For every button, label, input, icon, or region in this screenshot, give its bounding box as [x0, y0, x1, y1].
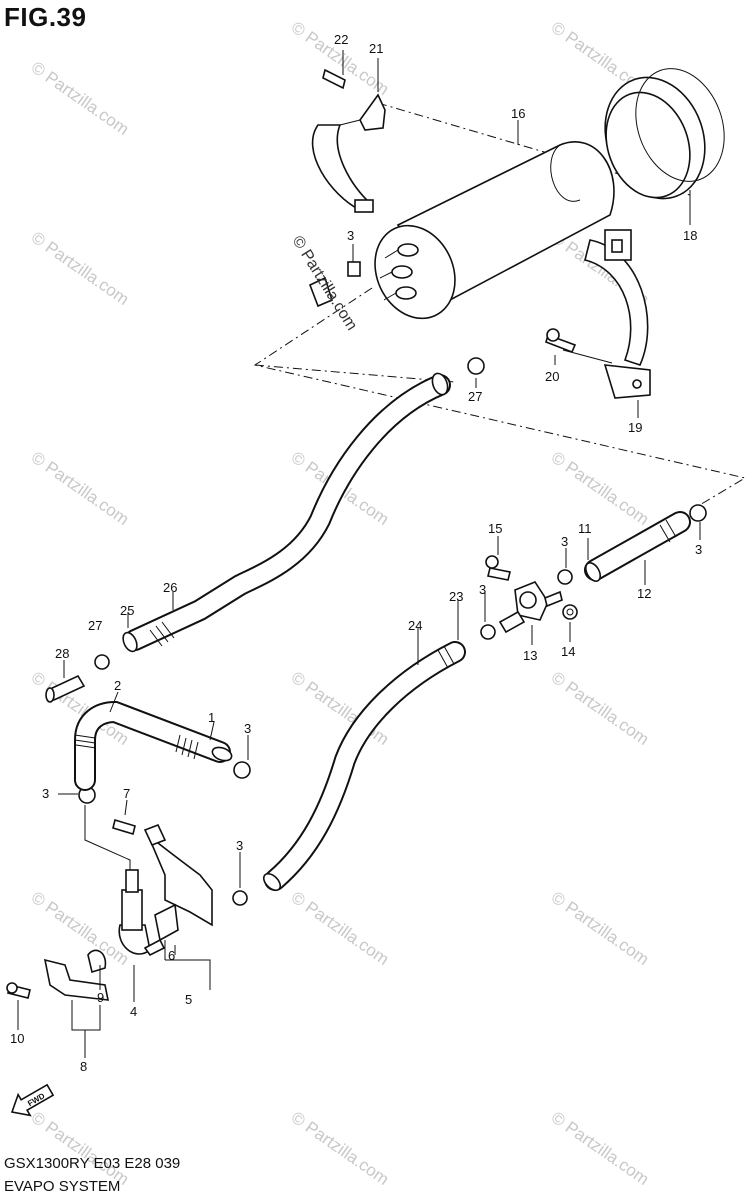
- fitting-28: [45, 674, 86, 703]
- valve-assembly: [112, 818, 213, 957]
- callout-24: 24: [408, 618, 422, 633]
- callout-14: 14: [561, 644, 575, 659]
- watermark: © Partzilla.com: [548, 668, 653, 749]
- callout-15: 15: [488, 521, 502, 536]
- callout-18: 18: [683, 228, 697, 243]
- callout-3: 3: [42, 786, 49, 801]
- hose-12: [584, 504, 707, 582]
- callout-9: 9: [97, 990, 104, 1005]
- system-name: EVAPO SYSTEM: [4, 1178, 121, 1195]
- callout-20: 20: [545, 369, 559, 384]
- callout-28: 28: [55, 646, 69, 661]
- callout-25: 25: [120, 603, 134, 618]
- callout-3: 3: [695, 542, 702, 557]
- callout-11: 11: [578, 521, 592, 536]
- callout-13: 13: [523, 648, 537, 663]
- valve-13: [485, 555, 578, 634]
- callout-19: 19: [628, 420, 642, 435]
- leader-lines: [17, 50, 701, 1058]
- canister: [374, 141, 615, 320]
- watermark: © Partzilla.com: [28, 228, 133, 309]
- callout-2: 2: [114, 678, 121, 693]
- callout-21: 21: [369, 41, 383, 56]
- inline-watermark: © Partzilla.com: [289, 233, 361, 333]
- callout-5: 5: [185, 992, 192, 1007]
- watermark: © Partzilla.com: [28, 448, 133, 529]
- watermark: © Partzilla.com: [28, 888, 133, 969]
- watermark: © Partzilla.com: [28, 58, 133, 139]
- model-code: GSX1300RY E03 E28 039: [4, 1155, 181, 1172]
- callout-7: 7: [123, 786, 130, 801]
- hose-26: [122, 372, 451, 653]
- callout-1: 1: [208, 710, 215, 725]
- callout-27: 27: [88, 618, 102, 633]
- callout-27: 27: [468, 389, 482, 404]
- callout-3: 3: [236, 838, 243, 853]
- watermark: © Partzilla.com: [548, 448, 653, 529]
- small-fitting: [308, 261, 361, 308]
- figure-footer: GSX1300RY E03 E28 039 EVAPO SYSTEM: [4, 1152, 180, 1198]
- callout-4: 4: [130, 1004, 137, 1019]
- callout-3: 3: [561, 534, 568, 549]
- lower-bracket: [545, 229, 651, 399]
- watermark: © Partzilla.com: [548, 1108, 653, 1189]
- bracket-9: [6, 949, 110, 1001]
- callout-8: 8: [80, 1059, 87, 1074]
- callout-16: 16: [511, 106, 525, 121]
- pipe-1: [74, 700, 233, 791]
- canister-cover: [604, 68, 725, 200]
- callout-26: 26: [163, 580, 177, 595]
- callout-3: 3: [244, 721, 251, 736]
- callout-12: 12: [637, 586, 651, 601]
- callout-6: 6: [168, 948, 175, 963]
- callout-10: 10: [10, 1031, 24, 1046]
- callout-3: 3: [347, 228, 354, 243]
- callout-22: 22: [334, 32, 348, 47]
- watermark: © Partzilla.com: [288, 888, 393, 969]
- watermark: © Partzilla.com: [548, 888, 653, 969]
- callout-3: 3: [479, 582, 486, 597]
- callout-23: 23: [449, 589, 463, 604]
- figure-title: FIG.39: [4, 2, 87, 32]
- watermark: © Partzilla.com: [288, 1108, 393, 1189]
- callout-labels: 22 21 16 18 3 20 27 19 3 15 11 3 12 26 2…: [10, 32, 702, 1074]
- hose-24: [262, 641, 466, 892]
- upper-bracket: [311, 68, 386, 213]
